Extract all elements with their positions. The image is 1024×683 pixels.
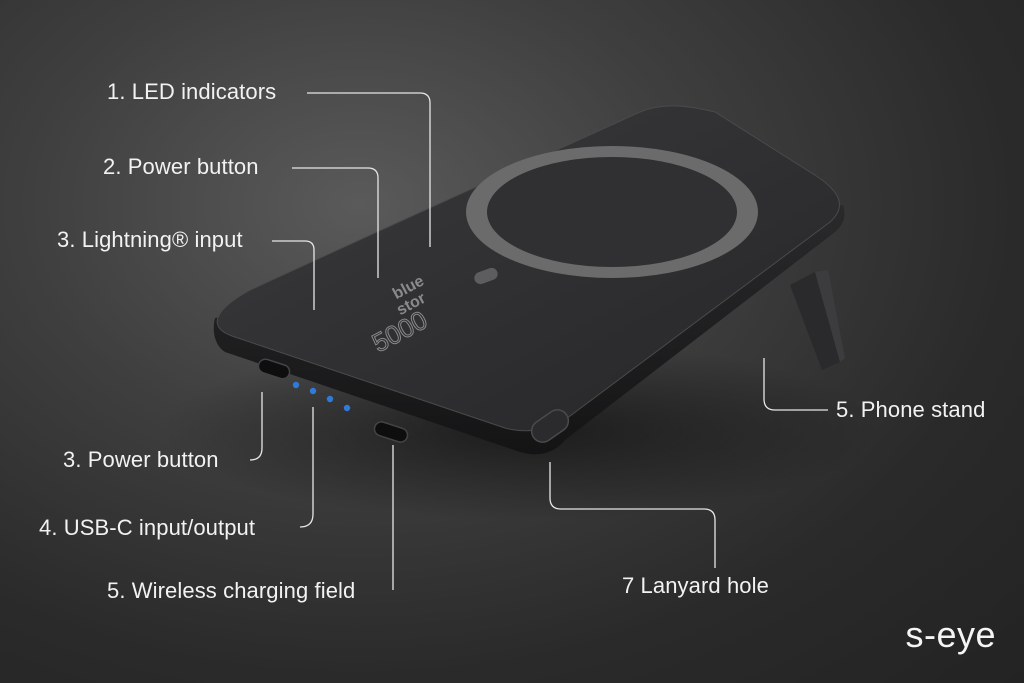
- phone-stand-icon: [790, 270, 845, 370]
- callout-line-led: [307, 92, 431, 247]
- callout-lanyard-hole: 7 Lanyard hole: [622, 573, 769, 598]
- callout-line-usbc: [299, 407, 314, 528]
- callout-led-indicators: 1. LED indicators: [107, 79, 277, 104]
- callout-line-lanyard: [549, 462, 716, 568]
- callout-lines: [249, 92, 828, 590]
- callout-line-power-bottom: [249, 392, 263, 461]
- usb-c-port-icon: [373, 421, 409, 443]
- lightning-port-icon: [257, 358, 291, 380]
- led-indicator-icons: [292, 381, 351, 412]
- brand-logo: s-eye: [905, 614, 996, 655]
- callout-power-button-bottom: 3. Power button: [63, 447, 219, 472]
- callout-lightning-input: 3. Lightning® input: [57, 227, 243, 252]
- callout-line-stand: [763, 358, 828, 411]
- callout-power-button-top: 2. Power button: [103, 154, 259, 179]
- callout-line-lightning: [272, 240, 315, 310]
- side-button-icon: [530, 409, 570, 443]
- callout-wireless-charging-field: 5. Wireless charging field: [107, 578, 356, 603]
- callout-line-power-top: [292, 167, 379, 278]
- callout-usb-c: 4. USB-C input/output: [39, 515, 256, 540]
- wireless-charging-ring-icon: [466, 146, 758, 278]
- callout-phone-stand: 5. Phone stand: [836, 397, 986, 422]
- status-pill-icon: [474, 267, 498, 285]
